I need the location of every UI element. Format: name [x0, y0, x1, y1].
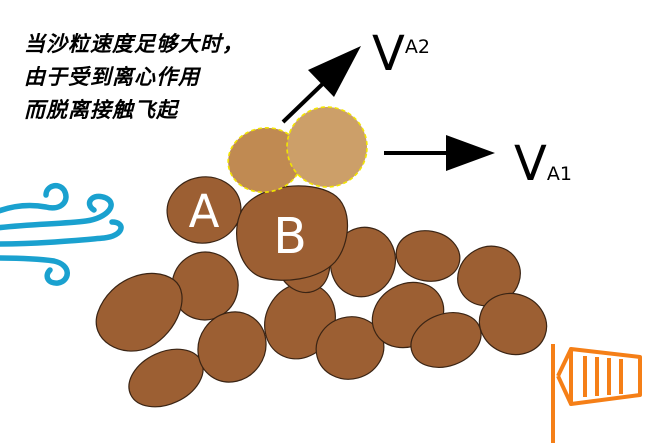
sand-grain — [197, 311, 267, 383]
velocity-a2-sub: A2 — [405, 36, 430, 58]
windsock-icon — [551, 344, 642, 443]
wind-icon — [0, 182, 124, 286]
caption: 当沙粒速度足够大时， 由于受到离心作用 而脱离接触飞起 — [24, 28, 244, 127]
velocity-arrow-a2 — [281, 46, 361, 124]
sand-grain — [171, 251, 239, 321]
grain-a-label: A — [189, 185, 220, 238]
velocity-label-a2: VA2 — [372, 26, 430, 82]
sand-grain-b — [236, 185, 349, 281]
caption-line-1: 当沙粒速度足够大时， — [24, 32, 244, 56]
velocity-a1-sub: A1 — [547, 163, 572, 185]
grain-b-label: B — [273, 208, 307, 265]
sand-grain — [95, 272, 183, 352]
velocity-arrow-a1 — [384, 135, 495, 171]
flying-grain-2 — [286, 106, 368, 188]
sand-grain — [395, 230, 461, 282]
caption-line-3: 而脱离接触飞起 — [24, 98, 178, 122]
sand-grain-a — [166, 176, 242, 244]
velocity-label-a1: VA1 — [514, 136, 572, 192]
velocity-a1-main: V — [514, 136, 547, 192]
velocity-a2-main: V — [372, 26, 405, 82]
caption-line-2: 由于受到离心作用 — [24, 65, 200, 89]
sand-grain — [478, 292, 548, 356]
